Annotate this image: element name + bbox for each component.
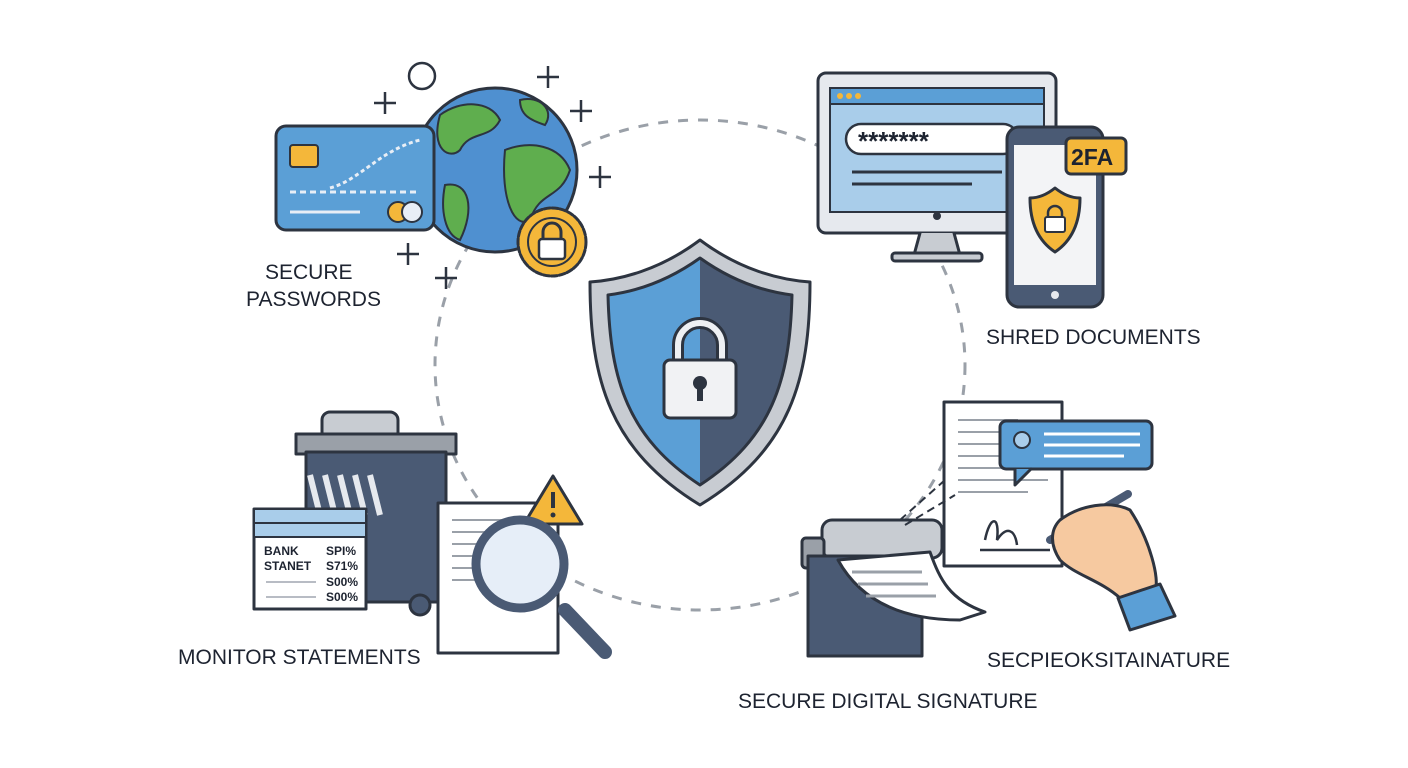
dashed-ring <box>433 118 967 612</box>
statement-row-value: S71% <box>326 559 358 573</box>
printer-icon <box>800 479 987 658</box>
credit-card-icon <box>274 124 436 232</box>
statement-row-label: BANK <box>264 544 299 558</box>
sparkle-decorations <box>374 61 611 289</box>
label-secure-passwords-line1: SECURE <box>265 261 353 284</box>
warning-icon <box>522 474 584 526</box>
label-garbled-signature: SECPIEOKSITAINATURE <box>987 649 1230 672</box>
two-factor-badge: 2FA <box>1071 144 1113 170</box>
magnifier-icon <box>471 515 612 659</box>
label-monitor-statements: MONITOR STATEMENTS <box>178 646 421 669</box>
password-mask: ******* <box>858 126 930 156</box>
bank-statement-document: BANK SPI% STANET S71% S00% S00% <box>252 507 368 611</box>
statement-row-label: STANET <box>264 559 312 573</box>
shield-icon <box>588 238 812 507</box>
statement-row-value: S00% <box>326 575 358 589</box>
label-shred-documents: SHRED DOCUMENTS <box>986 326 1201 349</box>
hand-pen-icon <box>1046 490 1177 632</box>
statement-row-value: S00% <box>326 590 358 604</box>
shredder-icon <box>294 410 458 617</box>
chat-bubble-icon <box>998 419 1154 487</box>
padlock-badge-icon <box>516 206 588 278</box>
statement-row-value: SPI% <box>326 544 356 558</box>
padlock-icon <box>662 317 738 420</box>
smartphone-icon: 2FA <box>1005 125 1128 309</box>
label-secure-passwords-line2: PASSWORDS <box>246 288 381 311</box>
label-secure-digital-signature: SECURE DIGITAL SIGNATURE <box>738 690 1038 713</box>
